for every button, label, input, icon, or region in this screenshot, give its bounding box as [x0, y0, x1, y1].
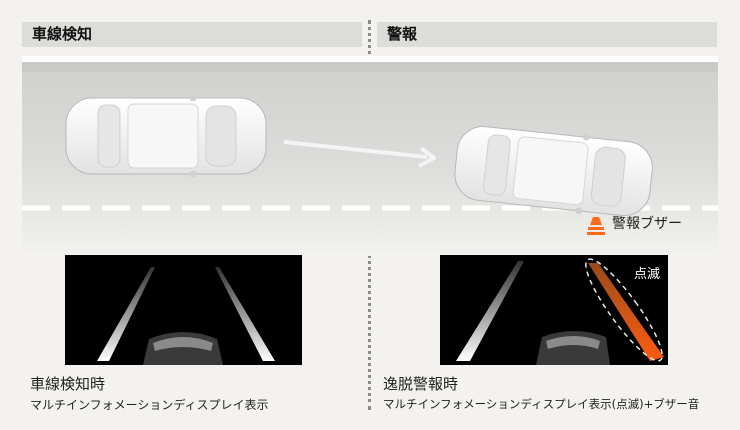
- blink-label: 点滅: [634, 267, 661, 282]
- movement-arrow: [283, 140, 436, 168]
- car-right: [454, 126, 653, 217]
- road-top-shadow: [22, 62, 718, 72]
- lane-line-right: [215, 267, 275, 361]
- caption-title-left: 車線検知時: [30, 375, 106, 393]
- blink-highlight: [585, 258, 663, 362]
- lane-line-right-warning: [588, 263, 664, 361]
- display-car-icon: [536, 331, 610, 365]
- road-top-line: [22, 56, 718, 62]
- lane-detection-header: 車線検知: [22, 22, 362, 47]
- display-car-icon: [143, 332, 223, 365]
- warning-header: 警報: [377, 22, 717, 47]
- caption-title-right: 逸脱警報時: [383, 375, 459, 393]
- car-left: [65, 95, 267, 177]
- caption-sub-left: マルチインフォメーションディスプレイ表示: [30, 398, 269, 412]
- display-screen-left: [65, 255, 302, 365]
- lane-line-left: [97, 267, 155, 361]
- display-screen-right: [440, 255, 668, 365]
- buzzer-label: 警報ブザー: [612, 216, 682, 232]
- caption-sub-right: マルチインフォメーションディスプレイ表示(点滅)+ブザー音: [383, 397, 700, 411]
- lane-line-left: [456, 261, 524, 361]
- buzzer-icon: [587, 217, 605, 235]
- road-illustration: [22, 56, 718, 256]
